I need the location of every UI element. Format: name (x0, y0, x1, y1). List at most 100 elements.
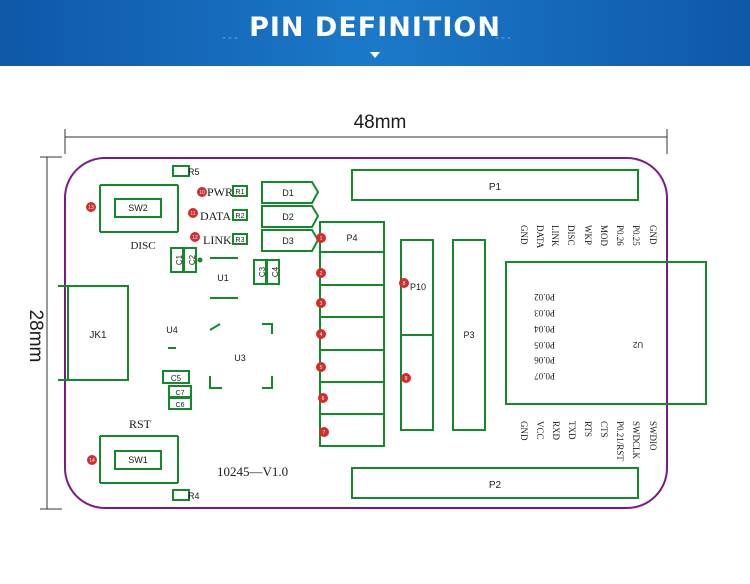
led-d1 (261, 181, 320, 204)
decor-dashes-right: --- (495, 30, 513, 44)
led-d3 (261, 229, 320, 252)
bottom-pin-label: VCC (535, 421, 545, 440)
top-pin-label: GND (648, 225, 658, 245)
top-pin-label: GND (519, 225, 529, 245)
pin-marker (316, 362, 326, 372)
resistor-r5 (172, 165, 190, 177)
pin-marker (316, 329, 326, 339)
pin-marker-number: 3 (320, 301, 323, 307)
capacitor-c2 (183, 247, 197, 273)
pin-marker-number: 5 (320, 365, 323, 371)
pin-marker-number: 4 (320, 332, 323, 338)
disc-label: DISC (130, 240, 155, 252)
board-outline (64, 157, 668, 509)
bottom-pin-label: RTS (583, 421, 593, 437)
u2-pin-label: P0.03 (534, 308, 555, 318)
version-label: 10245—V1.0 (217, 464, 288, 479)
pin-marker (399, 278, 409, 288)
pin-marker-number: 2 (320, 271, 323, 277)
u2-pin-label: P0.04 (534, 324, 555, 334)
pin-marker-number: 7 (323, 430, 326, 436)
c2-label: C2 (188, 254, 197, 265)
p3-label: P3 (463, 330, 474, 340)
pin-marker-number: 11 (190, 211, 195, 217)
pin-marker-number: 12 (192, 235, 198, 241)
r4-label: R4 (188, 491, 200, 501)
pin-marker (190, 232, 200, 242)
pin-marker-number: 10 (199, 190, 205, 196)
c1-label: C1 (175, 254, 184, 265)
link-label: LINK (203, 233, 232, 247)
pwr-label: PWR (207, 185, 233, 199)
d3-label: D3 (282, 236, 294, 246)
top-pin-label: DATA (535, 225, 545, 249)
pin-marker (401, 373, 411, 383)
bottom-pin-label: CTS (599, 421, 609, 438)
rst-label: RST (129, 417, 152, 431)
width-label: 48mm (354, 112, 407, 133)
bottom-pin-label: SWDCLK (631, 421, 641, 460)
bottom-pin-label: GND (519, 421, 529, 441)
u2-pin-label: P0.07 (534, 371, 555, 381)
pin-marker (197, 187, 207, 197)
c4-label: C4 (271, 266, 280, 277)
c3-label: C3 (258, 266, 267, 277)
c5-label: C5 (171, 374, 182, 383)
u4-label: U4 (166, 325, 178, 335)
u2-pin-label: P0.05 (534, 340, 555, 350)
header-banner: --- PIN DEFINITION --- (0, 0, 750, 66)
p4-label: P4 (346, 233, 357, 243)
width-dimension: 48mm (64, 112, 668, 154)
pin-marker (86, 202, 96, 212)
pin-marker-number: 13 (88, 205, 94, 211)
p10-label: P10 (410, 282, 426, 292)
pin-marker (316, 233, 326, 243)
capacitor-c6 (168, 397, 192, 410)
header-p3 (452, 239, 486, 431)
d2-label: D2 (282, 212, 294, 222)
header-p4 (319, 221, 385, 447)
c6-label: C6 (176, 402, 185, 409)
top-pin-label: DISC (566, 225, 576, 246)
p2-label: P2 (489, 480, 502, 491)
d1-label: D1 (282, 188, 294, 198)
pin-marker (188, 208, 198, 218)
u2-label: U2 (632, 340, 643, 349)
c7-label: C7 (176, 390, 185, 397)
module-u2 (505, 261, 707, 405)
led-d2 (261, 205, 320, 228)
data-label: DATA (200, 209, 231, 223)
r1-label: R1 (236, 189, 245, 196)
u2-pin-label: P0.06 (534, 355, 555, 365)
pin-marker (319, 427, 329, 437)
decor-dashes-left: --- (222, 30, 240, 44)
chip-u3: U3 (209, 323, 273, 389)
pin-marker-number: 1 (320, 236, 323, 242)
top-pin-label: MOD (599, 225, 609, 247)
r2-label: R2 (236, 213, 245, 220)
height-label: 28mm (25, 310, 46, 363)
top-pin-label: LINK (550, 225, 560, 247)
sw2-label: SW2 (128, 203, 148, 213)
header-p1 (351, 169, 639, 201)
page-title: PIN DEFINITION (249, 12, 501, 43)
pin-marker (316, 298, 326, 308)
bottom-pin-label: RXD (551, 421, 561, 441)
pin-marker-number: 14 (89, 458, 95, 464)
top-pin-label: WKP (583, 225, 593, 245)
top-pin-label: P0.25 (631, 225, 641, 246)
r3-label: R3 (236, 237, 245, 244)
pin-marker-number: 6 (322, 396, 325, 402)
resistor-r4 (172, 489, 190, 501)
connector-jk1 (58, 285, 129, 381)
switch-sw2-body (99, 184, 179, 233)
u2-pin-label: P0.02 (534, 292, 555, 302)
jk1-label: JK1 (89, 330, 107, 341)
r5-label: R5 (188, 167, 200, 177)
caret-down-icon (370, 52, 380, 58)
